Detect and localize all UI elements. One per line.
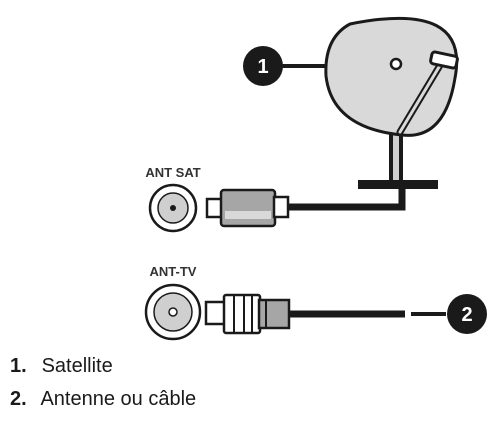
dish-body bbox=[324, 16, 459, 137]
tv-connector-tail bbox=[257, 298, 291, 330]
antenna-cable bbox=[204, 293, 405, 335]
legend-list: 1. Satellite 2. Antenne ou câble bbox=[10, 350, 490, 416]
callout-2-badge bbox=[447, 294, 487, 334]
satellite-dish bbox=[324, 16, 459, 189]
callout-2: 2 bbox=[411, 294, 487, 334]
ant-sat-port: ANT SAT bbox=[145, 165, 201, 233]
legend-text: Satellite bbox=[41, 355, 113, 377]
ant-sat-pin bbox=[170, 205, 176, 211]
legend-text: Antenne ou câble bbox=[40, 388, 197, 410]
ant-sat-label: ANT SAT bbox=[145, 165, 200, 180]
dish-mast-inner bbox=[393, 132, 399, 182]
sat-connector-highlight bbox=[225, 211, 271, 219]
satellite-cable bbox=[205, 184, 406, 228]
ant-tv-pin bbox=[168, 307, 178, 317]
dish-feed-arm-inner bbox=[398, 60, 444, 134]
legend-item-antenna: 2. Antenne ou câble bbox=[10, 383, 490, 416]
callout-2-number: 2 bbox=[461, 304, 472, 326]
legend-item-satellite: 1. Satellite bbox=[10, 350, 490, 383]
ant-tv-port: ANT-TV bbox=[144, 264, 202, 341]
legend-number: 2. bbox=[10, 388, 27, 410]
callout-1: 1 bbox=[243, 46, 326, 86]
satellite-cable-line bbox=[287, 184, 406, 211]
callout-1-number: 1 bbox=[257, 56, 268, 78]
ant-tv-label: ANT-TV bbox=[150, 264, 197, 279]
sat-connector-body bbox=[219, 188, 277, 228]
legend-number: 1. bbox=[10, 355, 27, 377]
tv-connector-body bbox=[222, 293, 262, 335]
dish-base-bar bbox=[358, 180, 438, 189]
sat-connector-tail bbox=[272, 195, 290, 219]
dish-lnb bbox=[429, 50, 459, 70]
dish-center-ring bbox=[389, 57, 403, 71]
callout-1-badge bbox=[243, 46, 283, 86]
